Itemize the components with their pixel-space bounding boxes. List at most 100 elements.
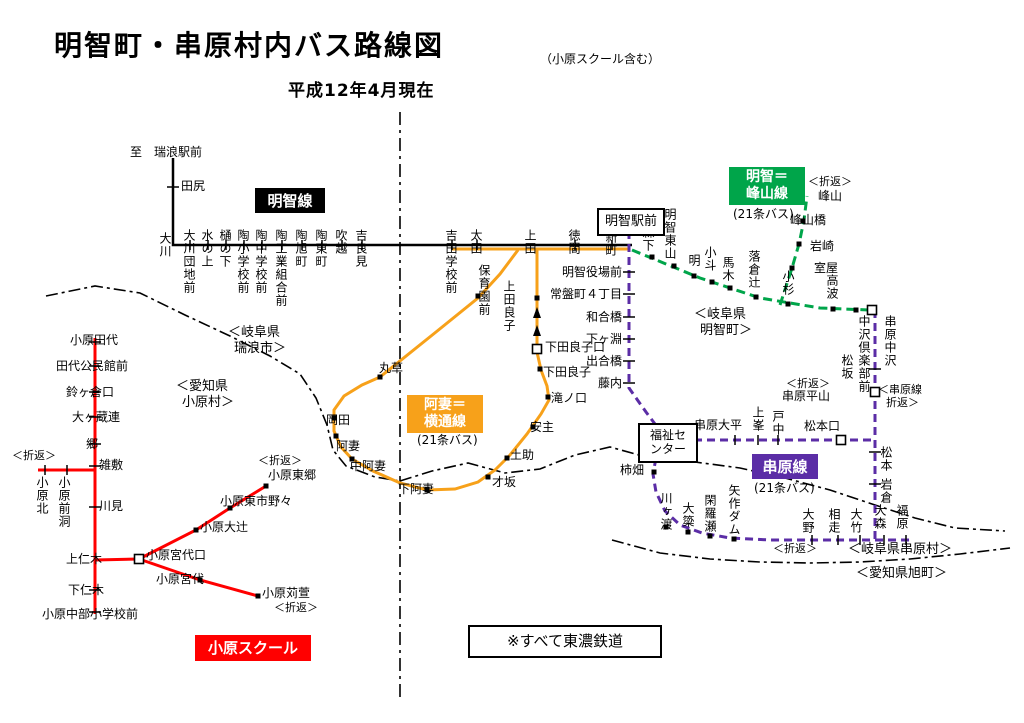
badge-line: 串原線 (762, 457, 808, 476)
stop-label: 落倉辻 (747, 250, 761, 289)
direction-arrow-icon (533, 307, 541, 318)
kushihara-line-badge: 串原線 (752, 454, 818, 479)
stop-label: 陶小学校前 (236, 229, 250, 294)
stop-label: 丸草 (379, 361, 404, 375)
mineyama-bus-note: (21条バス) (733, 207, 794, 221)
stop-label: 吉田学校前 (444, 229, 458, 294)
subtitle-date: 平成12年4月現在 (288, 81, 435, 101)
stop-label: 郷 (86, 437, 99, 451)
obara-school-northeast-branch (138, 484, 267, 561)
terminal-marker (835, 434, 847, 446)
badge-line: 横通線 (424, 414, 466, 430)
station-dot (651, 469, 657, 475)
stop-label: 峰山 (818, 189, 843, 203)
stop-label: 上峯 (751, 406, 765, 432)
stop-label: 高波 (825, 274, 839, 300)
stop-label: 下田良子 (543, 365, 592, 379)
stop-label: 藤内 (598, 376, 623, 390)
stop-label: 明 (687, 254, 701, 267)
station-dot (424, 487, 430, 493)
stop-label: 小原田代 (70, 333, 119, 347)
station-dot (685, 529, 691, 535)
stop-label: 大川団地前 (182, 229, 196, 294)
stop-label: 吹越 (334, 229, 348, 255)
station-dot (649, 254, 655, 260)
terminal-marker (866, 304, 878, 316)
obara-school-badge: 小原スクール (195, 635, 311, 661)
station-dot (255, 593, 261, 599)
station-dot (263, 483, 269, 489)
stop-label: 滝ノ口 (551, 391, 588, 405)
stop-label: 下田良子口 (545, 340, 606, 354)
station-dot (545, 394, 551, 400)
station-dot (331, 415, 337, 421)
stop-label: 上仁木 (66, 552, 103, 566)
stop-label: 小原前洞 (57, 476, 71, 528)
azuma-line-badge: 阿妻＝横通線 (407, 395, 483, 433)
stop-label: 小原大辻 (200, 520, 249, 534)
stop-label: 陶東町 (314, 229, 328, 268)
station-dot (530, 424, 536, 430)
box-line: ※すべて東濃鉄道 (507, 631, 623, 650)
area-label: 瑞浪市＞ (234, 341, 287, 356)
stop-label: 串原平山 (782, 389, 831, 403)
stop-label: 相走 (827, 508, 841, 534)
mineyama-line-main (631, 248, 870, 312)
azuma-line-diagonal (379, 249, 520, 379)
stop-label: 阿妻 (336, 439, 361, 453)
stop-label: 中阿妻 (350, 459, 387, 473)
station-dot (504, 455, 510, 461)
stop-label: 上田 (523, 229, 537, 255)
turnaround-note: ＜折返＞ (808, 175, 852, 188)
station-dot (485, 474, 491, 480)
kushihara-line-main (627, 231, 657, 425)
station-dot (800, 218, 806, 224)
area-label: ＜愛知県 (176, 379, 229, 394)
station-dot (753, 294, 759, 300)
stop-label: 小原宮代口 (146, 548, 207, 562)
station-dot (197, 577, 203, 583)
stop-label: 岩崎 (810, 239, 835, 253)
stop-label: 才坂 (492, 475, 517, 489)
turnaround-note: ＜折返＞ (274, 601, 318, 614)
badge-line: 明智線 (267, 191, 313, 210)
turnaround-note: ＜折返＞ (773, 542, 817, 555)
station-dot (377, 374, 383, 380)
stop-label: 出合橋 (586, 354, 623, 368)
station-dot (796, 241, 802, 247)
stop-label: 大川 (158, 232, 172, 258)
area-label: ＜岐阜県 (694, 307, 747, 322)
stop-label: 安主 (530, 420, 555, 434)
stop-label: 下ヶ淵 (586, 332, 623, 346)
stop-label: 小原東市野々 (220, 494, 293, 508)
azuma-bus-note: (21条バス) (417, 433, 478, 447)
stop-label: 太田 (469, 229, 483, 255)
station-dot (789, 265, 795, 271)
area-label: ＜岐阜県 (228, 325, 281, 340)
stop-label: 串原大平 (694, 418, 743, 432)
stop-label: 岩倉 (879, 478, 893, 504)
stop-label: 田尻 (181, 179, 206, 193)
direction-arrow-icon (533, 325, 541, 336)
terminal-marker (869, 386, 881, 398)
station-dot (785, 301, 791, 307)
stop-label: 小原苅萱 (262, 586, 311, 600)
stop-label: 室屋 (814, 261, 839, 275)
stop-label: 大簗 (681, 502, 695, 528)
stop-label: 土助 (510, 448, 535, 462)
station-dot (193, 527, 199, 533)
mineyama-line-badge: 明智＝峰山線 (729, 167, 805, 205)
stop-label: 大ヶ蔵連 (72, 410, 121, 424)
stop-label: 小原北 (35, 476, 49, 515)
stop-label: 鈴ヶ倉口 (66, 385, 115, 399)
area-label: 小原村＞ (182, 395, 235, 410)
stop-label: 至 瑞浪駅前 (130, 145, 203, 159)
terminal-marker (133, 553, 145, 565)
station-dot (534, 295, 540, 301)
akechi-line-badge: 明智線 (255, 188, 325, 213)
stop-label: 陶中学校前 (254, 229, 268, 294)
stop-label: 和合橋 (586, 310, 623, 324)
station-dot (227, 505, 233, 511)
stop-label: 岡田 (326, 413, 351, 427)
